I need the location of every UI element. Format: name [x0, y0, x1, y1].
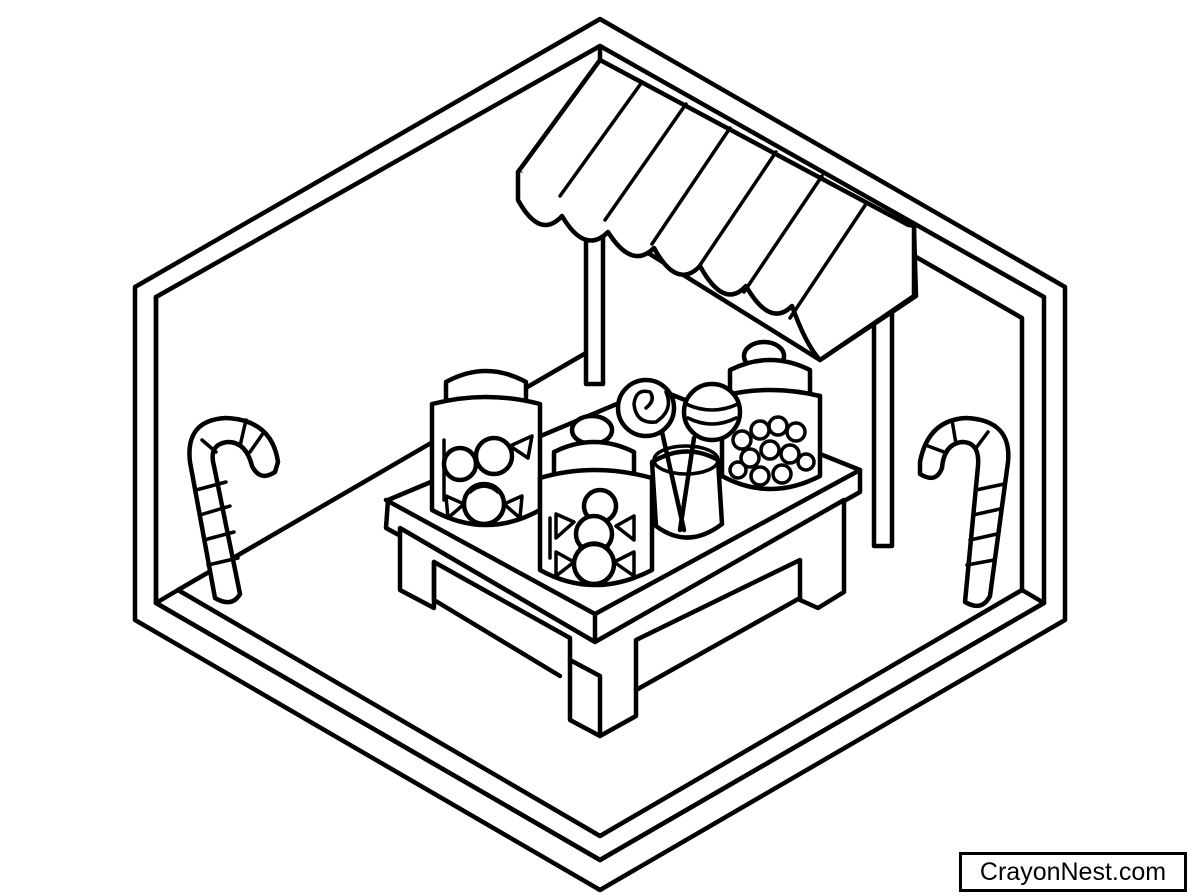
room-floor: [153, 43, 1047, 863]
candy-jar-front: [537, 413, 655, 588]
lollipop-cup: [649, 444, 725, 540]
gumball-jar: [719, 339, 823, 492]
striped-awning: [515, 57, 919, 363]
watermark-label: CrayonNest.com: [959, 852, 1187, 892]
candy-jar-back-left: [429, 368, 543, 528]
awning-stripes: [558, 80, 868, 320]
candy-cane-right: [917, 415, 1011, 609]
candy-cane-left: [187, 415, 281, 605]
